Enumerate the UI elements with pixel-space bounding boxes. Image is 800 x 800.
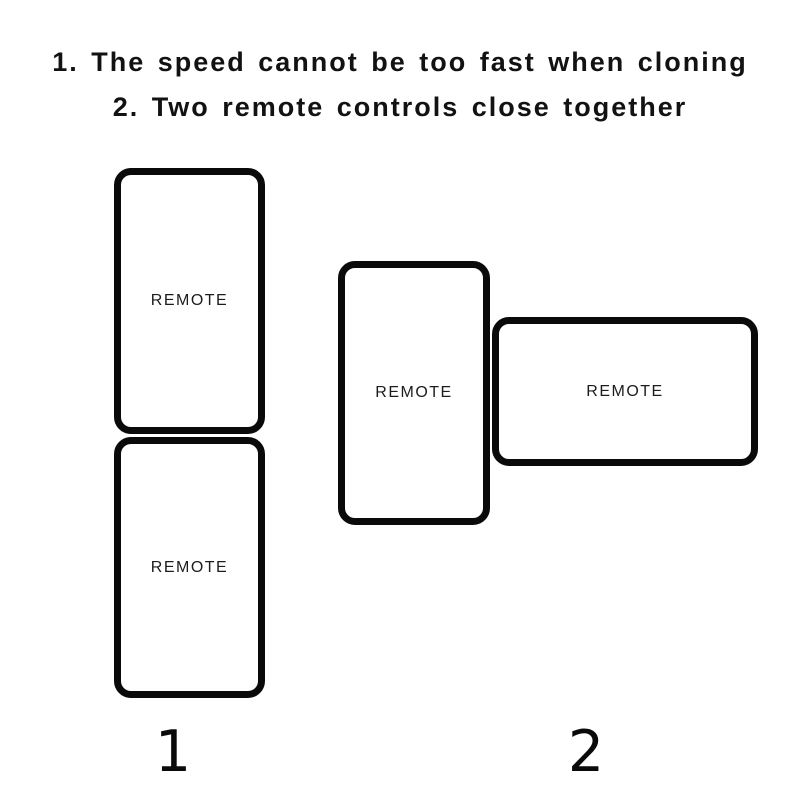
instruction-line-1: 1. The speed cannot be too fast when clo… <box>52 47 748 77</box>
figure1-remote-card-bottom: REMOTE <box>114 437 265 698</box>
remote-card-label: REMOTE <box>150 558 229 576</box>
figure1-number: 1 <box>154 719 192 785</box>
instruction-line-2: 2. Two remote controls close together <box>112 92 688 122</box>
remote-card-label: REMOTE <box>150 292 229 309</box>
remote-card-label: REMOTE <box>375 384 453 401</box>
figure2-number: 2 <box>567 719 605 785</box>
figure1-remote-card-top: REMOTE <box>114 168 265 434</box>
remote-card-label: REMOTE <box>586 382 664 400</box>
instruction-title: 1. The speed cannot be too fast when clo… <box>0 40 800 130</box>
figure2-remote-card-vertical: REMOTE <box>338 261 490 525</box>
figure2-remote-card-horizontal: REMOTE <box>492 317 758 466</box>
